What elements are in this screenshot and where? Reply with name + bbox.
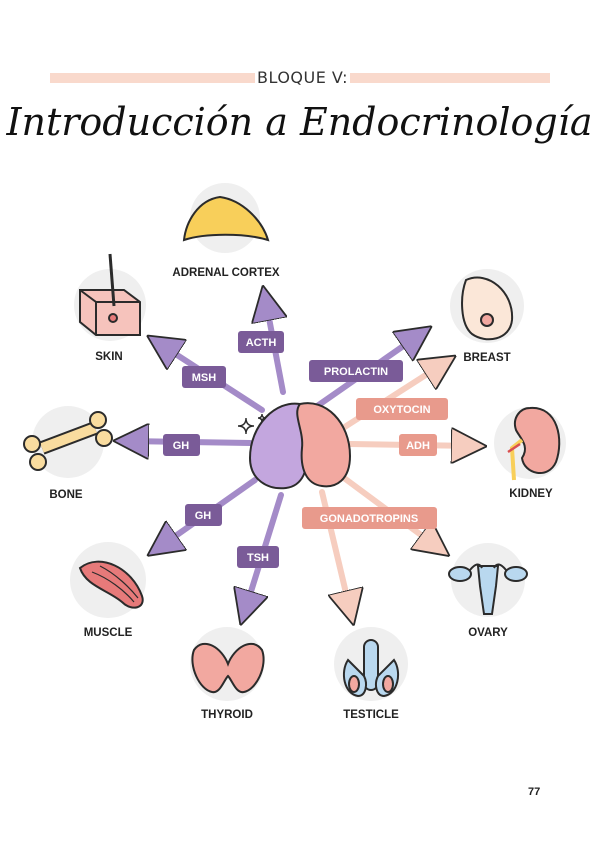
svg-text:GH: GH	[173, 440, 190, 452]
label-kidney: KIDNEY	[509, 488, 553, 500]
header-bar-left	[50, 73, 255, 83]
svg-text:GH: GH	[195, 510, 212, 522]
sparkle-icon	[237, 413, 267, 435]
tag-gh-bone: GH	[163, 434, 200, 456]
svg-text:MSH: MSH	[192, 372, 217, 384]
tag-gonadotropins: GONADOTROPINS	[302, 507, 437, 529]
label-ovary: OVARY	[468, 627, 508, 639]
kidney-icon	[507, 406, 561, 481]
svg-text:ADH: ADH	[406, 440, 430, 452]
label-thyroid: THYROID	[201, 709, 253, 721]
section-kicker: BLOQUE V:	[257, 68, 348, 87]
thyroid-icon	[191, 643, 265, 694]
svg-text:GONADOTROPINS: GONADOTROPINS	[320, 513, 418, 525]
label-muscle: MUSCLE	[84, 627, 133, 639]
label-adrenal-cortex: ADRENAL CORTEX	[172, 267, 279, 279]
tag-acth: ACTH	[238, 331, 284, 353]
tag-msh: MSH	[182, 366, 226, 388]
svg-text:PROLACTIN: PROLACTIN	[324, 366, 388, 378]
page-title: Introducción a Endocrinología	[6, 100, 593, 144]
label-testicle: TESTICLE	[343, 709, 399, 721]
skin-icon	[79, 253, 141, 336]
ovary-icon	[448, 563, 528, 615]
label-skin: SKIN	[95, 351, 122, 363]
testicle-icon	[342, 639, 400, 698]
breast-icon	[461, 276, 514, 341]
svg-text:ACTH: ACTH	[246, 337, 277, 349]
pituitary-gland-icon	[248, 402, 352, 490]
tag-oxytocin: OXYTOCIN	[356, 398, 448, 420]
adrenal-gland-icon	[182, 195, 270, 242]
tag-adh: ADH	[399, 434, 437, 456]
label-breast: BREAST	[463, 352, 510, 364]
tag-prolactin: PROLACTIN	[309, 360, 403, 382]
svg-text:OXYTOCIN: OXYTOCIN	[373, 404, 430, 416]
muscle-icon	[78, 560, 144, 609]
bone-icon	[23, 411, 113, 471]
svg-text:TSH: TSH	[247, 552, 269, 564]
page-number: 77	[528, 786, 541, 798]
tag-gh-muscle: GH	[185, 504, 222, 526]
tag-tsh: TSH	[237, 546, 279, 568]
label-bone: BONE	[49, 489, 83, 501]
header-bar-right	[350, 73, 550, 83]
